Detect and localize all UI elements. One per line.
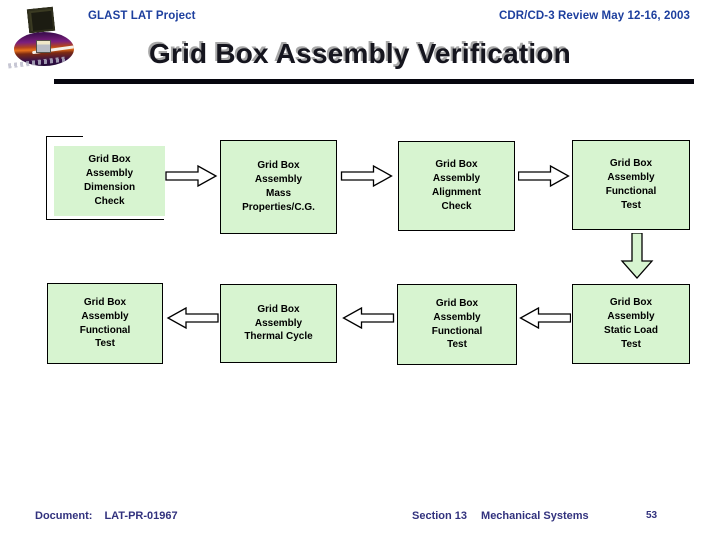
flow-arrow-left-icon	[518, 306, 571, 330]
flow-box-dimension-check: Grid Box Assembly Dimension Check	[54, 146, 165, 216]
slide-title: Grid Box Assembly Verification	[149, 38, 571, 69]
flow-box-static-load-test: Grid Box Assembly Static Load Test	[572, 284, 690, 364]
satellite-icon	[36, 40, 51, 53]
satellite-panel-icon	[26, 6, 56, 34]
footer-document-number: LAT-PR-01967	[104, 510, 178, 522]
flow-box-functional-test-1: Grid Box Assembly Functional Test	[572, 140, 690, 230]
flow-arrow-down-icon	[619, 233, 655, 280]
footer-section-title: Mechanical Systems	[481, 510, 589, 522]
footer-section: Section 13 Mechanical Systems	[412, 510, 589, 522]
glast-logo	[7, 4, 86, 69]
header-review: CDR/CD-3 Review May 12-16, 2003	[498, 10, 690, 22]
flow-box-alignment-check: Grid Box Assembly Alignment Check	[398, 141, 515, 231]
flow-arrow-right-icon	[339, 164, 396, 188]
footer-document-label: Document:	[35, 510, 93, 522]
flow-arrow-right-icon	[518, 164, 571, 188]
footer-document: Document: LAT-PR-01967	[35, 510, 178, 522]
title-rule	[54, 79, 694, 84]
flow-box-mass-properties: Grid Box Assembly Mass Properties/C.G.	[220, 140, 337, 234]
header-project: GLAST LAT Project	[88, 10, 196, 22]
footer-section-number: Section 13	[412, 510, 468, 522]
flow-box-dimension-check-frame: Grid Box Assembly Dimension Check	[46, 136, 165, 220]
flow-box-functional-test-3: Grid Box Assembly Functional Test	[47, 283, 163, 364]
flow-arrow-right-icon	[165, 164, 219, 188]
flow-box-functional-test-2: Grid Box Assembly Functional Test	[397, 284, 517, 365]
flow-arrow-left-icon	[165, 306, 219, 330]
flow-arrow-left-icon	[339, 306, 396, 330]
flow-box-thermal-cycle: Grid Box Assembly Thermal Cycle	[220, 284, 337, 363]
footer-page-number: 53	[646, 510, 658, 521]
